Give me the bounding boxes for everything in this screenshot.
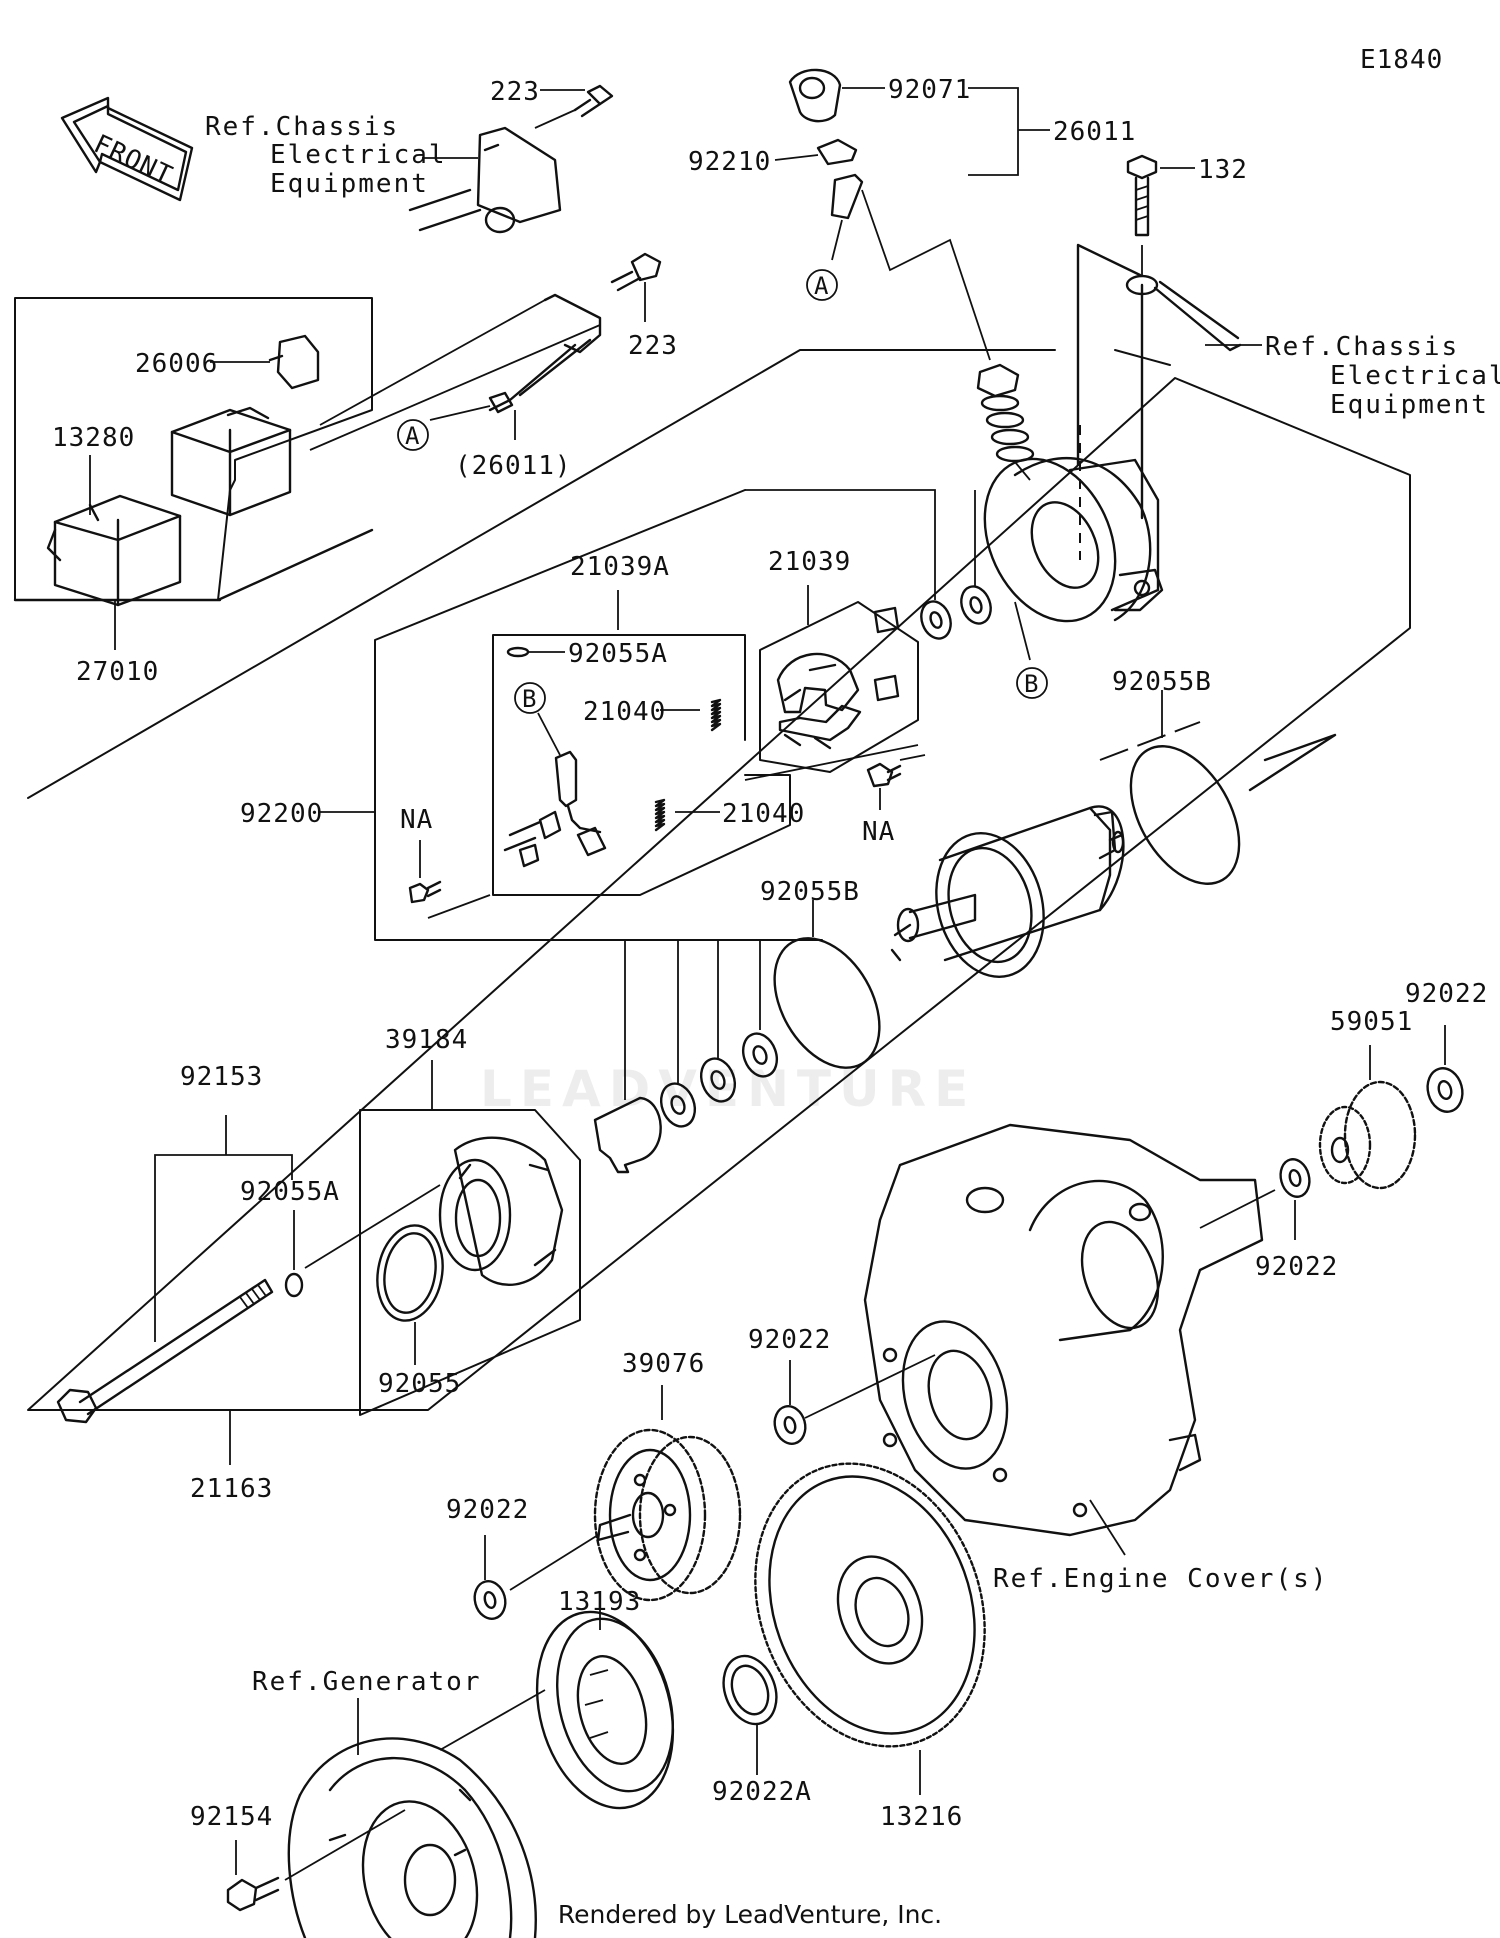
label-13216: 13216 xyxy=(880,1802,963,1832)
gear-39076-icon xyxy=(593,1428,742,1602)
label-92055a-left: 92055A xyxy=(240,1177,340,1207)
relay-box-27010-icon xyxy=(46,494,182,607)
ref-chassis-left-line1: Ref.Chassis xyxy=(205,112,399,142)
long-bolt-92153-icon xyxy=(56,1278,274,1424)
starter-motor-icon xyxy=(890,805,1125,978)
bolt-223-top-icon xyxy=(573,84,614,118)
label-92022-r-top: 92022 xyxy=(1405,979,1488,1009)
circle-a-left: A xyxy=(405,422,420,450)
nut-washers-stack-icon xyxy=(976,363,1035,463)
cable-26011-icon xyxy=(488,293,602,414)
end-cover-icon xyxy=(983,456,1164,623)
spring-21040-bot-icon xyxy=(654,798,666,832)
label-21040-bot: 21040 xyxy=(722,799,805,829)
ref-chassis-right-line3: Equipment xyxy=(1330,390,1489,420)
diagram-code: E1840 xyxy=(1360,45,1443,75)
washers-lower-icon xyxy=(593,1032,779,1174)
label-223-top: 223 xyxy=(490,77,540,107)
front-arrow-icon: FRONT xyxy=(60,96,194,202)
label-92055a-top: 92055A xyxy=(568,639,668,669)
label-27010: 27010 xyxy=(76,657,159,687)
relay-13280-icon xyxy=(170,406,292,517)
spring-21040-top-icon xyxy=(710,698,722,732)
engine-cover-icon xyxy=(863,1123,1264,1537)
label-92200: 92200 xyxy=(240,799,323,829)
ref-engine-cover: Ref.Engine Cover(s) xyxy=(993,1564,1328,1594)
label-92022-l: 92022 xyxy=(446,1495,529,1525)
label-92154: 92154 xyxy=(190,1802,273,1832)
ref-generator: Ref.Generator xyxy=(252,1667,482,1697)
circle-b-left: B xyxy=(522,685,536,713)
ref-chassis-left-line3: Equipment xyxy=(270,169,429,199)
label-92210: 92210 xyxy=(688,147,771,177)
ref-chassis-left-line2: Electrical xyxy=(270,140,447,170)
label-26011: 26011 xyxy=(1053,117,1136,147)
label-26011-paren: (26011) xyxy=(455,451,572,481)
label-21163: 21163 xyxy=(190,1474,273,1504)
bolt-132-icon xyxy=(1126,154,1158,237)
bolt-223-mid-icon xyxy=(610,252,662,292)
screw-na-right-icon xyxy=(866,762,902,788)
label-92022a: 92022A xyxy=(712,1777,812,1807)
front-cover-39184-icon xyxy=(438,1136,564,1287)
watermark: LEADVENTURE xyxy=(480,1060,977,1118)
label-92022-c: 92022 xyxy=(748,1325,831,1355)
gear-59051-icon xyxy=(1318,1080,1417,1190)
generator-rotor-icon xyxy=(287,1737,537,1938)
label-92055b-mid: 92055B xyxy=(760,877,860,907)
screw-na-left-icon xyxy=(408,880,442,904)
ref-chassis-right-line2: Electrical xyxy=(1330,361,1500,391)
label-92071: 92071 xyxy=(888,75,971,105)
label-223-mid: 223 xyxy=(628,331,678,361)
label-39184: 39184 xyxy=(385,1025,468,1055)
label-39076: 39076 xyxy=(622,1349,705,1379)
fuse-26006-icon xyxy=(268,334,320,390)
label-59051: 59051 xyxy=(1330,1007,1413,1037)
ring-terminal-icon xyxy=(1125,274,1242,352)
label-92153: 92153 xyxy=(180,1062,263,1092)
clutch-13193-icon xyxy=(535,1610,675,1810)
label-92022-r-mid: 92022 xyxy=(1255,1252,1338,1282)
ref-chassis-right-line1: Ref.Chassis xyxy=(1265,332,1459,362)
footer-credit: Rendered by LeadVenture, Inc. xyxy=(557,1900,943,1929)
terminal-26011-icon xyxy=(830,173,864,220)
gear-13216-icon xyxy=(754,1462,986,1748)
bolt-92154-icon xyxy=(226,1876,280,1912)
label-92055: 92055 xyxy=(378,1369,461,1399)
brush-plate-21039-icon xyxy=(776,606,900,750)
label-na-left: NA xyxy=(400,805,433,835)
brush-terminal-icon xyxy=(503,750,607,868)
label-132: 132 xyxy=(1198,155,1248,185)
label-26006: 26006 xyxy=(135,349,218,379)
label-13193: 13193 xyxy=(558,1587,641,1617)
label-21040-top: 21040 xyxy=(583,697,666,727)
relay-bracket xyxy=(408,126,562,234)
label-13280: 13280 xyxy=(52,423,135,453)
label-21039: 21039 xyxy=(768,547,851,577)
label-92055b-top: 92055B xyxy=(1112,667,1212,697)
washers-upper-icon xyxy=(920,585,992,640)
label-21039a: 21039A xyxy=(570,552,670,582)
circle-a-top: A xyxy=(814,272,829,300)
circle-b-top: B xyxy=(1024,670,1038,698)
label-na-right: NA xyxy=(862,817,895,847)
cap-92071-icon xyxy=(788,68,842,123)
nut-92210-icon xyxy=(816,138,858,166)
